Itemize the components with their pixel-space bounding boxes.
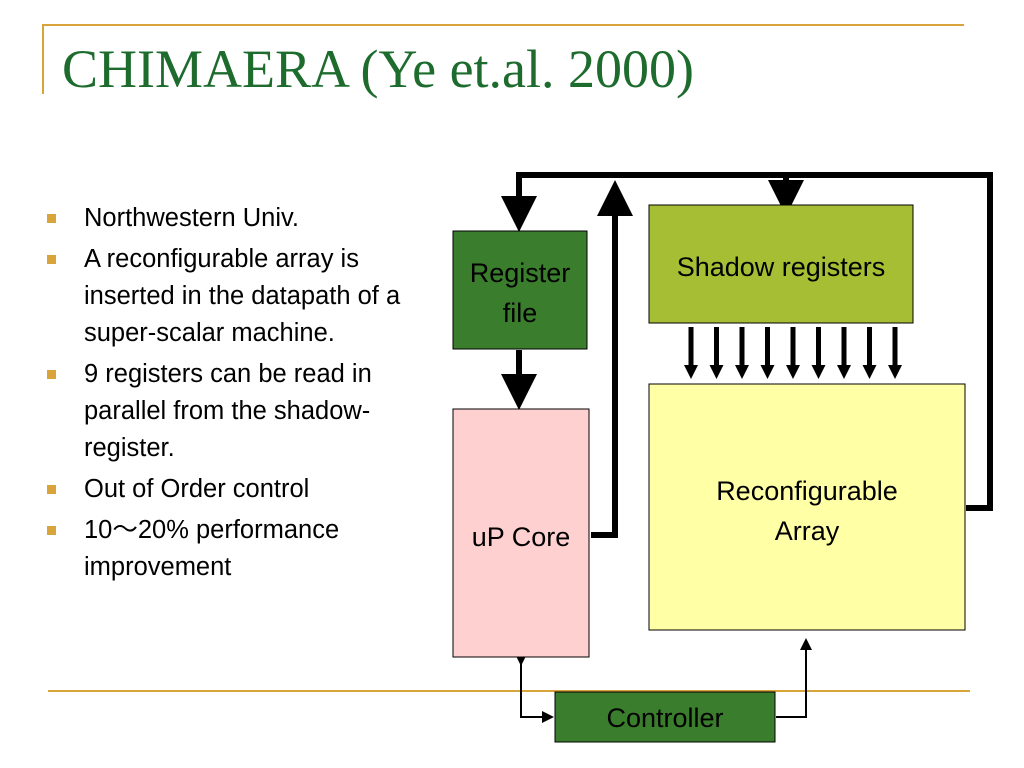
core-output-line [591,180,633,538]
bullet-square-icon [47,214,56,223]
connectors [501,172,993,723]
parallel-read-arrowhead [786,365,800,379]
parallel-read-arrowhead [684,365,698,379]
bullet-item: Out of Order control [40,471,445,508]
footer-rule [48,690,970,692]
shadow-registers-block: Shadow registers [648,204,914,324]
bullet-text: A reconfigurable array is inserted in th… [84,245,401,347]
register-file-label-line2: file [503,298,538,328]
core-controller-line [515,654,554,723]
reconfigurable-array-label-line1: Reconfigurable [716,476,898,506]
parallel-read-arrowhead [888,365,902,379]
array-feedback-line [501,172,993,511]
register-file-box [452,230,588,350]
title-frame-left-rule [42,24,44,94]
bullet-list: Northwestern Univ. A reconfigurable arra… [40,200,445,590]
parallel-read-arrowhead [862,365,877,379]
reconfigurable-array-label-line2: Array [775,516,840,546]
shadow-registers-label: Shadow registers [677,252,886,282]
slide-title: CHIMAERA (Ye et.al. 2000) [62,39,694,99]
up-core-box [452,408,590,658]
parallel-read-arrowhead [760,365,775,379]
up-core-block: uP Core [452,408,590,658]
reconfigurable-array-box [648,383,966,631]
bullet-square-icon [47,526,56,535]
bullet-text: Northwestern Univ. [84,204,299,232]
controller-label: Controller [606,703,723,733]
bullet-text: 10～20% performance improvement [84,516,340,581]
parallel-read-arrowhead [735,365,749,379]
register-file-block: Register file [452,230,588,350]
bullet-square-icon [47,485,56,494]
bullet-square-icon [47,255,56,264]
controller-block: Controller [554,691,776,743]
up-core-label: uP Core [472,522,571,552]
shadow-registers-box [648,204,914,324]
parallel-read-arrowhead [709,365,724,379]
bullet-item: Northwestern Univ. [40,200,445,237]
reconfigurable-array-block: Reconfigurable Array [648,383,966,631]
bullet-item: A reconfigurable array is inserted in th… [40,241,445,352]
bullet-item: 10～20% performance improvement [40,512,445,586]
parallel-read-arrowhead [837,365,851,379]
bullet-item: 9 registers can be read in parallel from… [40,356,445,467]
parallel-read-arrowhead [811,365,826,379]
parallel-read-arrows [684,327,902,379]
title-frame-top-rule [42,24,964,26]
controller-box [554,691,776,743]
bullet-text: Out of Order control [84,475,310,503]
controller-array-line [776,638,812,718]
bullet-square-icon [47,370,56,379]
register-file-label-line1: Register [470,258,571,288]
bullet-text: 9 registers can be read in parallel from… [84,360,372,462]
